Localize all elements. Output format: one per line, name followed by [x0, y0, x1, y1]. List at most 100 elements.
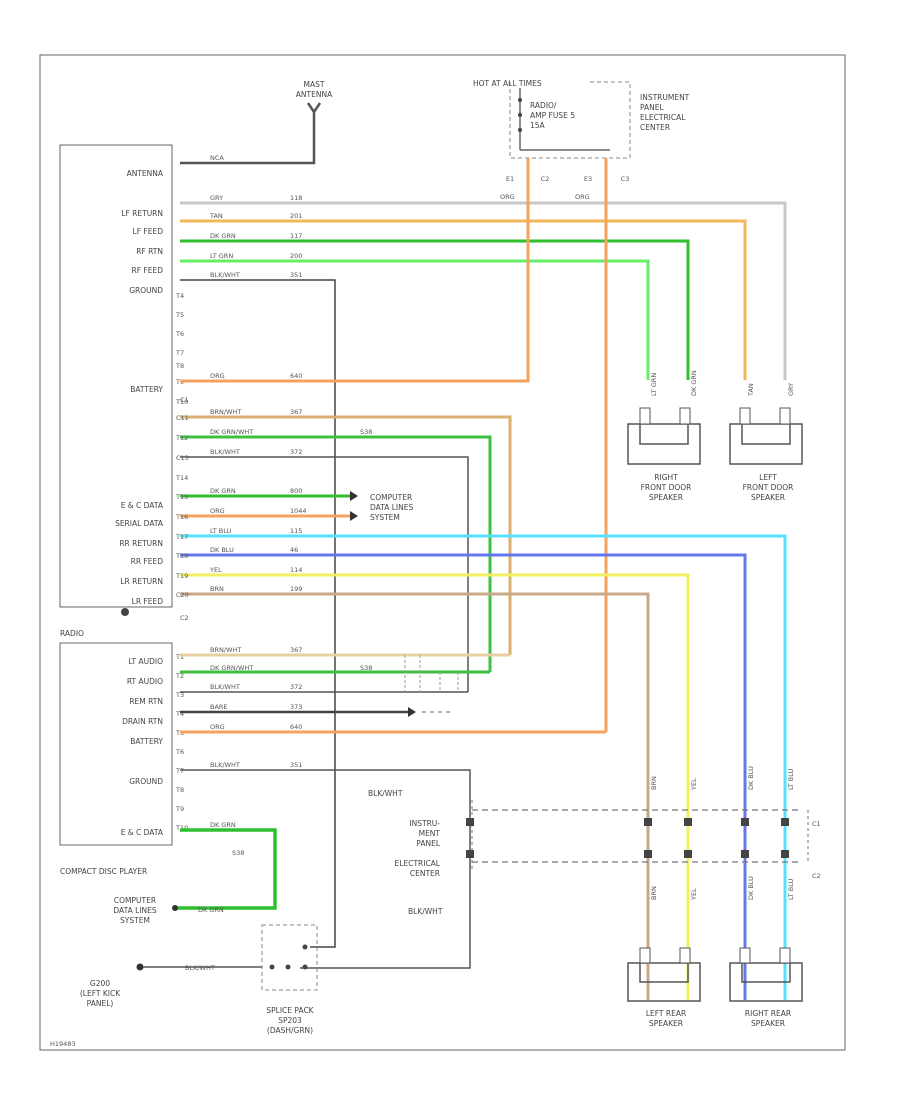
- radio-c1-pin: T7: [175, 349, 184, 357]
- cd-wire-label-color: DK GRN/WHT: [210, 664, 253, 672]
- cd-player-pins: T1 T2 T3 T4 T5 T6 T7 T8 T9 T10: [175, 653, 188, 832]
- radio-c2-wire-labels: BRN/WHT 367 DK GRN/WHT S38 BLK/WHT 372 D…: [209, 408, 372, 593]
- wire-org-battery: [180, 158, 530, 383]
- radio-name: RADIO: [60, 629, 84, 638]
- wire-label-color: DK GRN: [210, 487, 236, 495]
- cd-wire-label-circuit: 367: [290, 646, 302, 654]
- rear-wire-label-top: YEL: [690, 778, 698, 791]
- cd-wire-label-circuit: 373: [290, 703, 302, 711]
- ip-center-line2: PANEL: [640, 103, 665, 112]
- cd-wire-labels: BRN/WHT 367 DK GRN/WHT S38 BLK/WHT 372 B…: [210, 646, 372, 857]
- lr-speaker-line1: LEFT REAR: [646, 1009, 686, 1018]
- radio-c2-pin: T12: [175, 434, 188, 442]
- wire-label-color: DK GRN/WHT: [210, 428, 253, 436]
- wire-label-color: BLK/WHT: [210, 448, 240, 456]
- wire-label-color: GRY: [210, 194, 223, 202]
- wire-label-circuit: 199: [290, 585, 302, 593]
- lf-wire-label: GRY: [787, 383, 795, 396]
- rf-wire-label: LT GRN: [650, 373, 658, 396]
- fuse-dot: [518, 128, 522, 132]
- wire-label-circuit: 46: [290, 546, 298, 554]
- wire-label-circuit: 201: [290, 212, 302, 220]
- arrow-icon: [408, 707, 416, 717]
- computer-data-lower-line1: COMPUTER: [114, 896, 156, 905]
- wire-label-circuit: 115: [290, 527, 302, 535]
- fuse-wire-color-1: ORG: [500, 193, 515, 201]
- connector-dot: [172, 905, 178, 911]
- lf-speaker-line2: FRONT DOOR: [743, 483, 794, 492]
- computer-data-line1: COMPUTER: [370, 493, 412, 502]
- cd-pin: T7: [175, 767, 184, 775]
- radio-c2-pin: T18: [175, 552, 188, 560]
- radio-c1-wire-labels: GRY 118 TAN 201 DK GRN 117 LT GRN 200 BL…: [209, 194, 302, 380]
- radio-c2-wires: [180, 415, 787, 1000]
- fuse-line1: RADIO/: [530, 101, 557, 110]
- radio-c2-pin: T15: [175, 493, 188, 501]
- left-front-door-speaker: LEFT FRONT DOOR SPEAKER: [729, 407, 803, 502]
- fuse-dot: [518, 113, 522, 117]
- radio-label-battery: BATTERY: [130, 385, 163, 394]
- wire-dk-blu-46: [180, 553, 747, 1000]
- cd-wire-label-circuit: 351: [290, 761, 302, 769]
- rr-speaker-line2: SPEAKER: [751, 1019, 785, 1028]
- radio-label-ec-data: E & C DATA: [121, 501, 164, 510]
- computer-data-lower-line2: DATA LINES: [113, 906, 156, 915]
- cd-splice-label: S38: [360, 664, 372, 672]
- computer-data-lower-line3: SYSTEM: [120, 916, 150, 925]
- wire-label-color: DK GRN: [210, 232, 236, 240]
- ip-center-line1: INSTRUMENT: [640, 93, 690, 102]
- radio-label-lr-feed: LR FEED: [132, 597, 164, 606]
- cd-player-wires: [175, 653, 606, 969]
- cd-label-drain-rtn: DRAIN RTN: [122, 717, 163, 726]
- ip-center-lower-ends: [471, 800, 809, 872]
- rf-speaker-line1: RIGHT: [654, 473, 678, 482]
- radio-c2-pin: T14: [175, 474, 188, 482]
- front-speaker-wire-labels: LT GRN DK GRN TAN GRY: [650, 370, 795, 397]
- ip-lower-line3: PANEL: [416, 839, 441, 848]
- wire-label-circuit: 372: [290, 448, 302, 456]
- radio-c1-pins: T4 T5 T6 T7 T8 T9 T10: [175, 292, 188, 406]
- wire-lt-blu-115: [180, 534, 787, 1000]
- wire-label-color: DK BLU: [210, 546, 234, 554]
- radio-c1-pin: T6: [175, 330, 184, 338]
- cd-wire-label-color: DK GRN: [210, 821, 236, 829]
- footer-code: H19483: [50, 1040, 76, 1048]
- radio-c2-pin: C20: [176, 591, 189, 599]
- cd-label-lt-audio: LT AUDIO: [128, 657, 163, 666]
- ip-lower-c2: C2: [812, 872, 821, 880]
- fuse-line2: AMP FUSE 5: [530, 111, 575, 120]
- antenna-wire-color: NCA: [210, 154, 224, 162]
- ip-lower-line2: MENT: [419, 829, 441, 838]
- radio-housing-ground-dot: [121, 608, 129, 616]
- cd-label-ground: GROUND: [129, 777, 163, 786]
- wire-dk-grn-rf-rtn: [180, 239, 690, 380]
- ground-line2: (LEFT KICK: [80, 989, 121, 998]
- ground-dot: [136, 963, 144, 971]
- wire-brn-199: [180, 592, 650, 1000]
- fuse-connector-e1: E1: [506, 175, 514, 183]
- radio-box: [59, 144, 173, 608]
- wire-blk-wht-ground: [180, 279, 336, 948]
- rf-speaker-line2: FRONT DOOR: [641, 483, 692, 492]
- cd-label-ec-data: E & C DATA: [121, 828, 164, 837]
- wire-label-color: LT GRN: [210, 252, 233, 260]
- splice-pack-line2: SP203: [278, 1016, 302, 1025]
- cd-wire-label-color: BARE: [210, 703, 228, 711]
- ground-line1: G200: [90, 979, 110, 988]
- radio-c1-pin: T8: [175, 362, 184, 370]
- wire-tan-lf-feed: [180, 219, 747, 380]
- splice-pack-line1: SPLICE PACK: [266, 1006, 314, 1015]
- rf-wire-label: DK GRN: [690, 370, 698, 396]
- fuse-line3: 15A: [530, 121, 546, 130]
- cd-pin: T1: [175, 653, 184, 661]
- radio-c2-pin: C11: [176, 414, 189, 422]
- cd-label-rt-audio: RT AUDIO: [127, 677, 163, 686]
- radio-c1-wires: [180, 158, 787, 948]
- cd-wire-label-circuit: 372: [290, 683, 302, 691]
- cd-pin: T5: [175, 729, 184, 737]
- cd-player-name: COMPACT DISC PLAYER: [60, 867, 147, 876]
- wire-label-circuit: 1044: [290, 507, 307, 515]
- computer-data-line3: SYSTEM: [370, 513, 400, 522]
- arrow-icon: [350, 491, 358, 501]
- ip-center-lower-box: [472, 809, 800, 863]
